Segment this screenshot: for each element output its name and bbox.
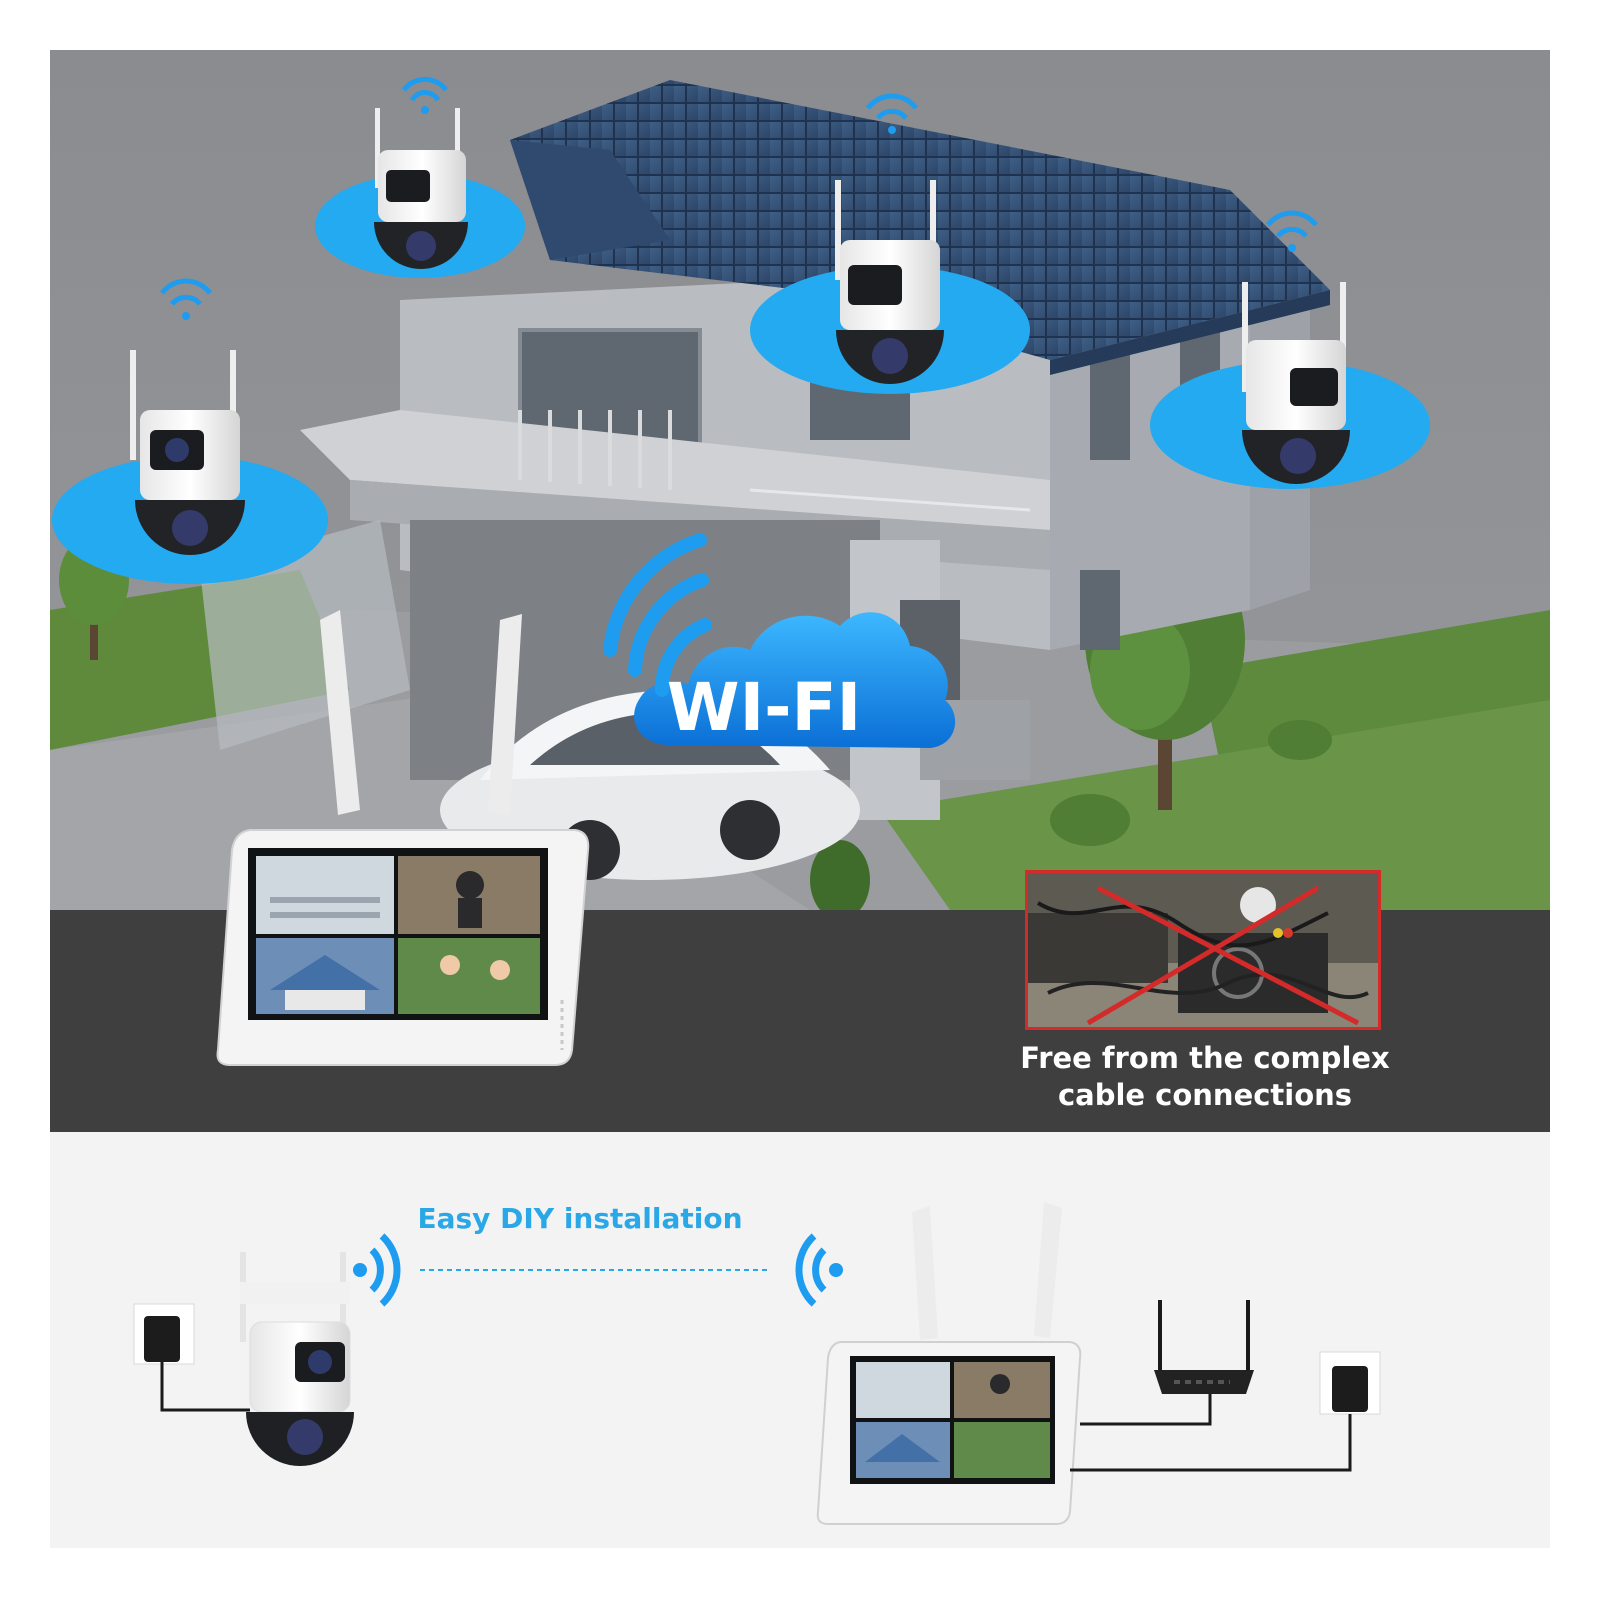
camera-3	[750, 180, 1030, 394]
cable-free-line1: Free from the complex	[1020, 1041, 1390, 1075]
cables-photo	[1025, 870, 1381, 1030]
power-cable	[1070, 1414, 1352, 1472]
installation-graphics	[133, 1202, 1381, 1525]
wifi-label: WI-FI	[667, 669, 861, 746]
router-cable	[1080, 1394, 1212, 1426]
wifi-icon-cam1	[160, 278, 212, 320]
cable-free-line2: cable connections	[1057, 1078, 1353, 1112]
power-socket-left	[133, 1303, 250, 1412]
signal-left-icon	[353, 1233, 401, 1307]
wifi-cloud: WI-FI	[603, 533, 956, 748]
power-socket-right	[1319, 1351, 1381, 1415]
router	[1154, 1300, 1254, 1394]
nvr-monitor-large	[216, 610, 590, 1066]
product-banner: WI-FI	[50, 50, 1550, 1548]
wifi-icon-cam3	[866, 93, 918, 134]
signal-right-icon	[795, 1233, 843, 1307]
installation-diagram: Easy DIY installation	[50, 1132, 1550, 1548]
wifi-icon-cam2	[401, 76, 449, 114]
house-scene: WI-FI	[50, 50, 1550, 1132]
camera-4	[1150, 282, 1430, 489]
tangled-cables-image	[1028, 873, 1378, 1027]
camera-2	[315, 108, 525, 278]
cable-free-caption: Free from the complex cable connections	[990, 1040, 1420, 1114]
wifi-icon-cam4	[1266, 210, 1318, 252]
camera-bottom	[240, 1252, 354, 1466]
easy-install-label: Easy DIY installation	[417, 1202, 743, 1235]
house-illustration: WI-FI	[50, 50, 1550, 1132]
camera-1	[52, 350, 328, 584]
nvr-monitor-small	[816, 1202, 1082, 1525]
